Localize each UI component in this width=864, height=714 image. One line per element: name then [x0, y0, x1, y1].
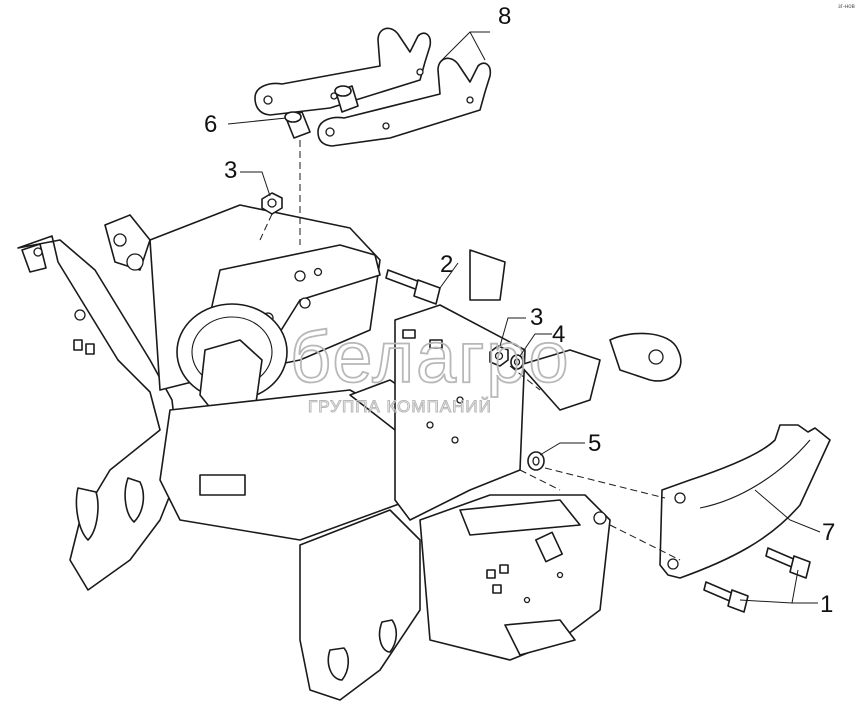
callout-3-upper: 3: [224, 157, 237, 184]
part-3-nut-upper: [261, 192, 283, 215]
watermark: белагро ГРУППА КОМПАНИЙ: [289, 317, 570, 416]
callout-3-lower: 3: [530, 304, 543, 331]
callout-7: 7: [822, 519, 835, 546]
main-frame: [17, 204, 682, 701]
part-4-washer: [510, 354, 524, 370]
callout-numbers: 8 6 3 2 3 4 5 7 1: [204, 3, 835, 618]
callout-8: 8: [498, 3, 511, 30]
part-3-nut-lower: [489, 345, 509, 367]
assembly-lines: [259, 140, 681, 561]
part-7-plate: [659, 424, 831, 579]
part-8-links: [254, 27, 492, 147]
part-5-bushing: [527, 451, 545, 471]
callout-2: 2: [440, 251, 453, 278]
part-1-bolts: [703, 547, 811, 613]
callout-4: 4: [552, 321, 565, 348]
callout-6: 6: [204, 111, 217, 138]
part-2-bolt: [385, 269, 441, 305]
corner-mark: зг-нов: [838, 4, 855, 10]
part-6-bushings: [284, 85, 359, 139]
watermark-logo-text: белагро: [290, 318, 570, 398]
callout-5: 5: [588, 430, 601, 457]
callout-1: 1: [820, 591, 833, 618]
watermark-subtitle: ГРУППА КОМПАНИЙ: [308, 397, 492, 416]
leader-lines: [227, 31, 821, 604]
